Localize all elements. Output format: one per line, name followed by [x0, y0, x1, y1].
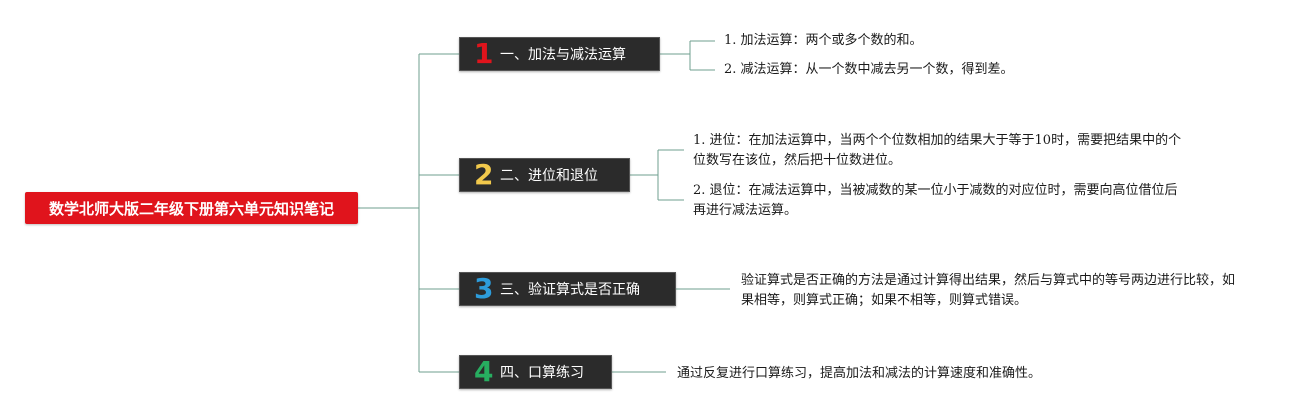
branch-number-2: 2	[474, 158, 494, 191]
branch-number-3: 3	[474, 272, 494, 305]
leaf-3-1: 验证算式是否正确的方法是通过计算得出结果，然后与算式中的等号两边进行比较，如果相…	[741, 273, 1236, 308]
leaf-1-1: 1. 加法运算：两个或多个数的和。	[724, 33, 923, 48]
leaf-1-2: 2. 减法运算：从一个数中减去另一个数，得到差。	[724, 62, 1014, 77]
branch-title-1: 一、加法与减法运算	[500, 47, 626, 63]
branch-title-3: 三、验证算式是否正确	[500, 282, 640, 298]
leaf-2-1: 1. 进位：在加法运算中，当两个个位数相加的结果大于等于10时，需要把结果中的个…	[693, 133, 1182, 168]
leaf-2-2: 2. 退位：在减法运算中，当被减数的某一位小于减数的对应位时，需要向高位借位后再…	[693, 183, 1178, 218]
branch-node-2[interactable]: 2 二、进位和退位	[459, 158, 630, 192]
branch-title-2: 二、进位和退位	[500, 168, 598, 184]
root-node[interactable]: 数学北师大版二年级下册第六单元知识笔记	[25, 192, 358, 224]
branch-node-3[interactable]: 3 三、验证算式是否正确	[459, 272, 676, 306]
root-title: 数学北师大版二年级下册第六单元知识笔记	[48, 199, 334, 218]
branch-title-4: 四、口算练习	[500, 365, 584, 381]
branch-number-1: 1	[474, 37, 494, 70]
branch-number-4: 4	[474, 355, 494, 388]
leaf-4-1: 通过反复进行口算练习，提高加法和减法的计算速度和准确性。	[677, 366, 1042, 381]
branch-node-1[interactable]: 1 一、加法与减法运算	[459, 37, 660, 71]
branch-node-4[interactable]: 4 四、口算练习	[459, 355, 612, 389]
